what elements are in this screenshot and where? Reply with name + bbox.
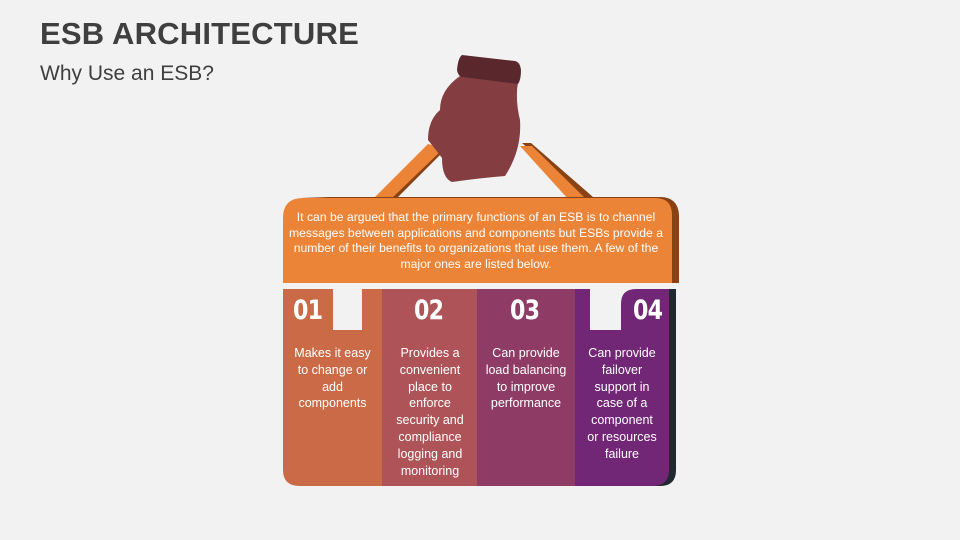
item-number: 01 — [293, 295, 323, 326]
col-1-shape — [283, 289, 382, 486]
hand-icon — [428, 76, 521, 182]
page-title: ESB ARCHITECTURE — [40, 16, 359, 51]
benefit-item-1: 01 Makes it easy to change or add compon… — [283, 289, 382, 485]
col-3-shape — [477, 289, 575, 486]
col-4-shape — [575, 289, 669, 486]
item-text: Can provide failover support in case of … — [587, 346, 657, 461]
benefit-item-3: 03 Can provide load balancing to improve… — [477, 289, 575, 485]
item-number: 03 — [510, 295, 540, 326]
cuff-icon — [457, 55, 521, 84]
strap-right — [520, 146, 587, 200]
benefit-item-2: 02 Provides a convenient place to enforc… — [382, 289, 478, 485]
item-text: Provides a convenient place to enforce s… — [396, 346, 464, 478]
item-number: 02 — [414, 295, 444, 326]
item-text: Can provide load balancing to improve pe… — [485, 346, 567, 411]
item-text: Makes it easy to change or add component… — [294, 346, 371, 411]
strap-left — [372, 144, 444, 200]
item-number: 04 — [633, 295, 663, 326]
benefit-item-4: 04 Can provide failover support in case … — [575, 289, 669, 485]
col-2-shape — [382, 289, 478, 486]
banner — [283, 198, 672, 283]
intro-text: It can be argued that the primary functi… — [289, 210, 663, 271]
page-subtitle: Why Use an ESB? — [40, 62, 214, 85]
